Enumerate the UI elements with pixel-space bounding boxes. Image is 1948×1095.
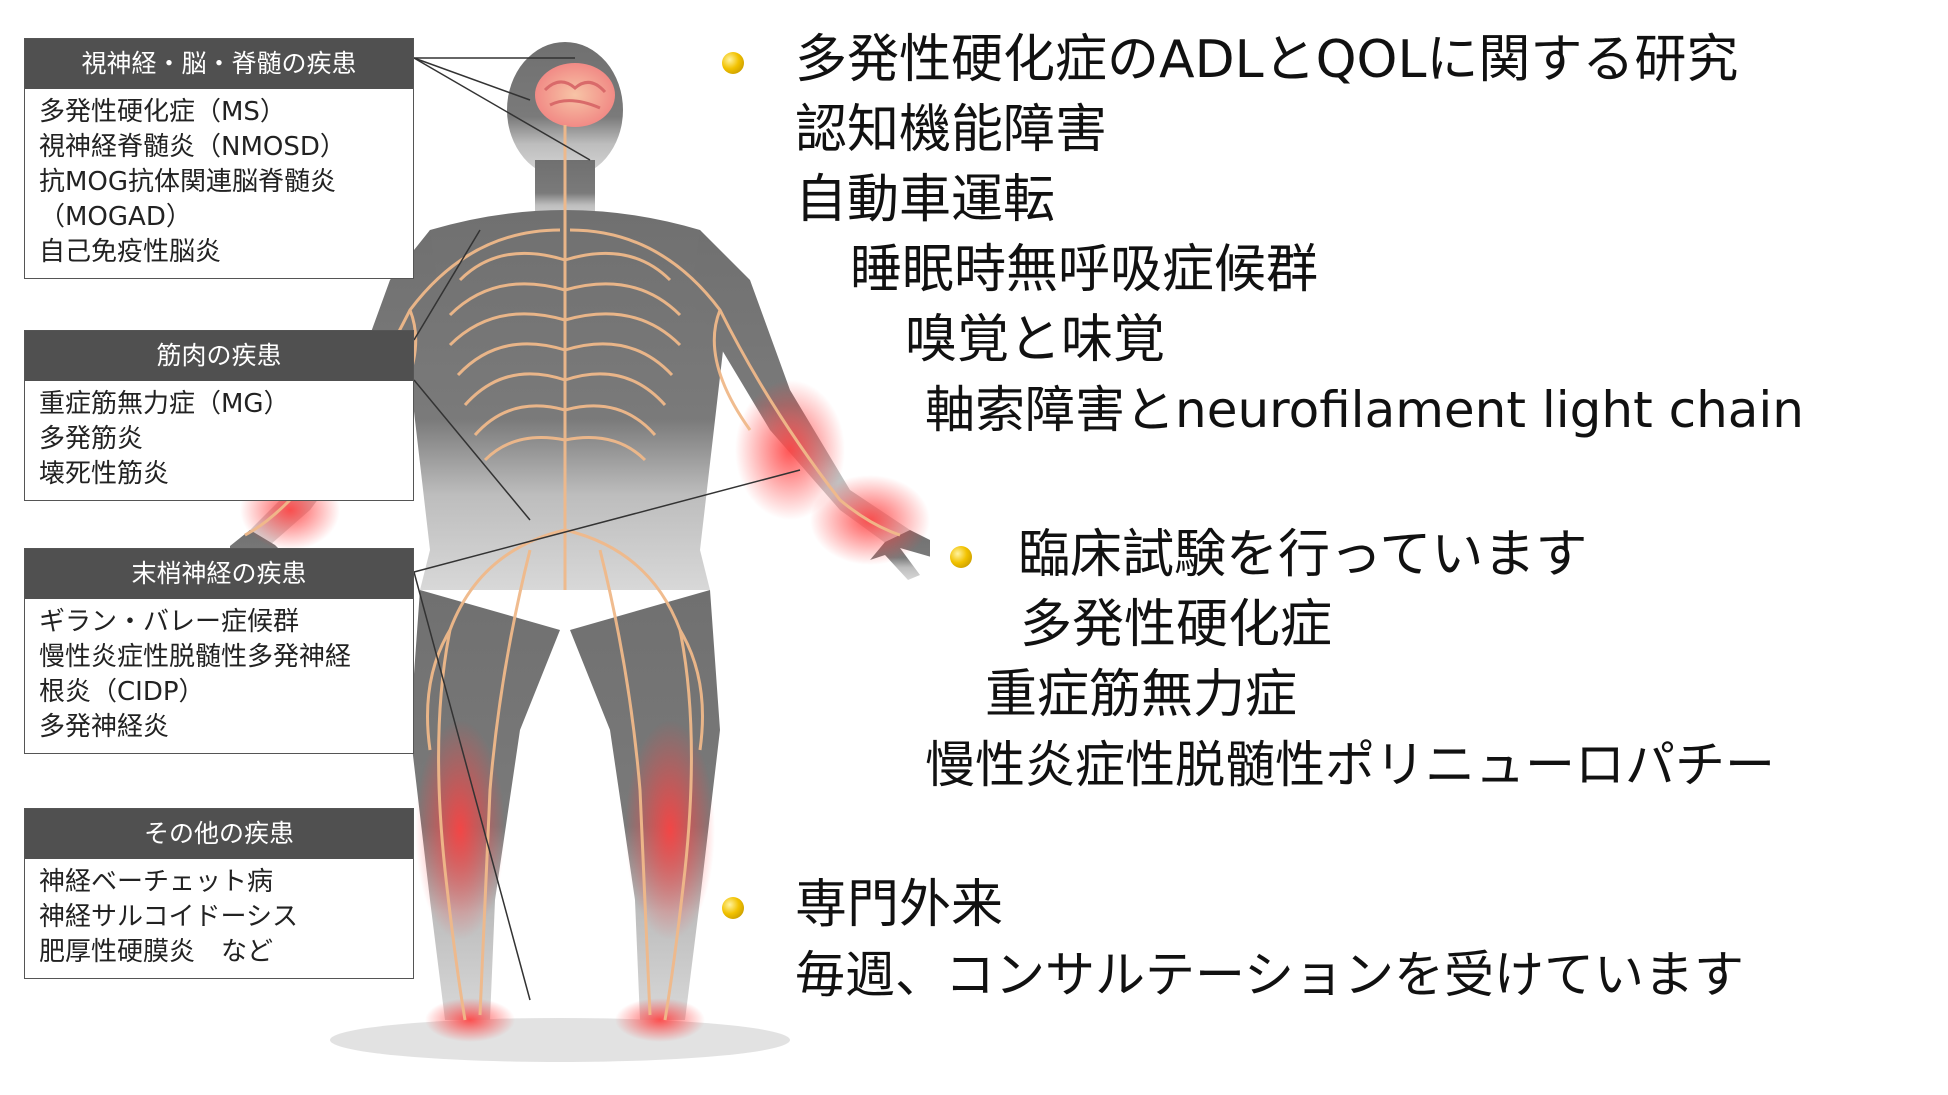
disease-item: 視神経脊髄炎（NMOSD） xyxy=(39,132,346,162)
trials-item: 重症筋無力症 xyxy=(985,665,1298,725)
disease-item: 自己免疫性脳炎 xyxy=(39,237,222,267)
floor-shadow xyxy=(330,1018,790,1062)
disease-item: 抗MOG抗体関連脳脊髄炎 xyxy=(39,167,337,197)
disease-item: 肥厚性硬膜炎 など xyxy=(39,937,274,967)
disease-item: （MOGAD） xyxy=(39,202,192,232)
research-item: 嗅覚と味覚 xyxy=(905,310,1166,370)
trials-item: 多発性硬化症 xyxy=(1020,595,1333,655)
disease-item: 多発神経炎 xyxy=(39,712,170,742)
disease-item: 壊死性筋炎 xyxy=(39,459,170,489)
clinic-item: 毎週、コンサルテーションを受けています xyxy=(795,946,1744,1004)
disease-item: ギラン・バレー症候群 xyxy=(39,607,300,637)
brain-icon xyxy=(535,63,615,127)
clinic-heading: 専門外来 xyxy=(795,875,1004,935)
disease-item: 神経サルコイドーシス xyxy=(39,902,298,932)
trials-item: 慢性炎症性脱髄性ポリニューロパチー xyxy=(925,736,1775,794)
disease-item: 神経ベーチェット病 xyxy=(39,867,274,897)
bullet-icon xyxy=(722,897,744,919)
research-item: 認知機能障害 xyxy=(795,100,1108,160)
category-title: その他の疾患 xyxy=(25,809,413,859)
bullet-icon xyxy=(950,546,972,568)
category-box-muscle: 筋肉の疾患 重症筋無力症（MG） 多発筋炎 壊死性筋炎 xyxy=(24,330,414,501)
category-title: 末梢神経の疾患 xyxy=(25,549,413,599)
research-item: 軸索障害とneurofilament light chain xyxy=(925,381,1804,439)
trials-heading: 臨床試験を行っています xyxy=(1018,525,1588,585)
disease-item: 多発筋炎 xyxy=(39,424,144,454)
disease-item: 慢性炎症性脱髄性多発神経 xyxy=(39,642,352,672)
disease-item: 重症筋無力症（MG） xyxy=(39,389,290,419)
category-title: 視神経・脳・脊髄の疾患 xyxy=(25,39,413,89)
category-box-cns: 視神経・脳・脊髄の疾患 多発性硬化症（MS） 視神経脊髄炎（NMOSD） 抗MO… xyxy=(24,38,414,279)
research-heading: 多発性硬化症のADLとQOLに関する研究 xyxy=(795,30,1739,90)
research-item: 睡眠時無呼吸症候群 xyxy=(850,240,1319,300)
category-box-other: その他の疾患 神経ベーチェット病 神経サルコイドーシス 肥厚性硬膜炎 など xyxy=(24,808,414,979)
disease-item: 多発性硬化症（MS） xyxy=(39,97,286,127)
disease-item: 根炎（CIDP） xyxy=(39,677,205,707)
category-title: 筋肉の疾患 xyxy=(25,331,413,381)
research-item: 自動車運転 xyxy=(795,170,1056,230)
category-box-pns: 末梢神経の疾患 ギラン・バレー症候群 慢性炎症性脱髄性多発神経 根炎（CIDP）… xyxy=(24,548,414,754)
bullet-icon xyxy=(722,52,744,74)
